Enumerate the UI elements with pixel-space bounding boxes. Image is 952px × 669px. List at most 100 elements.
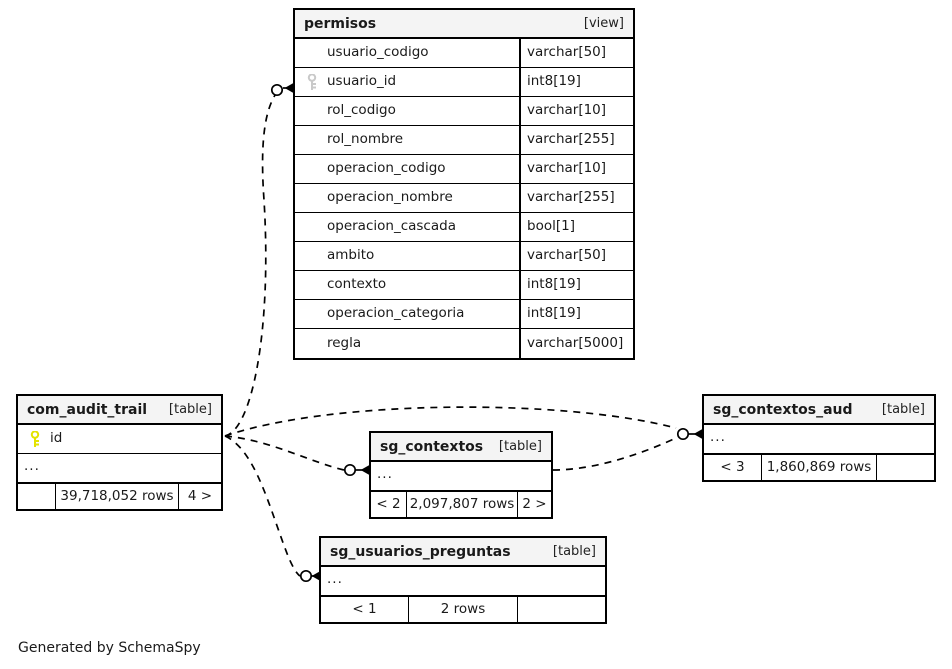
outgoing-relations-count[interactable]: 2 > bbox=[517, 492, 551, 517]
column-name-cell: contexto bbox=[295, 271, 519, 299]
column-name: ambito bbox=[327, 247, 375, 264]
entity-sg-contextos[interactable]: sg_contextos [table] ... < 2 2,097,807 r… bbox=[369, 431, 553, 519]
entity-title: permisos bbox=[304, 15, 377, 32]
entity-kind-badge: [table] bbox=[168, 402, 212, 417]
column-row[interactable]: usuario_codigo varchar[50] bbox=[295, 39, 633, 68]
column-type: varchar[10] bbox=[519, 97, 633, 125]
incoming-relations-count[interactable]: < 3 bbox=[704, 455, 762, 480]
entity-com-audit-trail[interactable]: com_audit_trail [table] id ... bbox=[16, 394, 223, 511]
column-name-cell: id bbox=[18, 425, 221, 453]
column-type: int8[19] bbox=[519, 300, 633, 328]
entity-footer: < 2 2,097,807 rows 2 > bbox=[371, 491, 551, 517]
more-columns-row[interactable]: ... bbox=[371, 462, 551, 491]
entity-header-sg-contextos: sg_contextos [table] bbox=[371, 433, 551, 462]
column-row[interactable]: operacion_cascada bool[1] bbox=[295, 213, 633, 242]
entity-kind-badge: [view] bbox=[583, 16, 624, 31]
column-name-cell: operacion_categoria bbox=[295, 300, 519, 328]
column-type: varchar[255] bbox=[519, 126, 633, 154]
incoming-relations-count[interactable] bbox=[18, 484, 56, 509]
column-type: varchar[50] bbox=[519, 242, 633, 270]
ellipsis-indicator: ... bbox=[377, 466, 393, 483]
column-row[interactable]: operacion_nombre varchar[255] bbox=[295, 184, 633, 213]
row-count: 2 rows bbox=[440, 600, 486, 617]
column-type: varchar[255] bbox=[519, 184, 633, 212]
entity-header-com-audit-trail: com_audit_trail [table] bbox=[18, 396, 221, 425]
edge-com-audit-trail-to-sg-contextos bbox=[224, 435, 369, 477]
more-columns-row[interactable]: ... bbox=[18, 454, 221, 483]
edge-sg-contextos-to-sg-contextos-aud bbox=[552, 437, 677, 471]
column-name-cell: usuario_id bbox=[295, 68, 519, 96]
entity-title: sg_usuarios_preguntas bbox=[330, 543, 511, 560]
column-type: int8[19] bbox=[519, 68, 633, 96]
column-name-cell: operacion_codigo bbox=[295, 155, 519, 183]
column-type: varchar[10] bbox=[519, 155, 633, 183]
entity-title: sg_contextos bbox=[380, 438, 484, 455]
row-count: 2,097,807 rows bbox=[409, 495, 515, 512]
ellipsis-indicator: ... bbox=[710, 429, 726, 446]
entity-sg-usuarios-preguntas[interactable]: sg_usuarios_preguntas [table] ... < 1 2 … bbox=[319, 536, 607, 624]
entity-footer: < 1 2 rows bbox=[321, 596, 605, 622]
column-row[interactable]: contexto int8[19] bbox=[295, 271, 633, 300]
column-name: usuario_codigo bbox=[327, 44, 429, 61]
entity-kind-badge: [table] bbox=[552, 544, 596, 559]
entity-header-permisos: permisos [view] bbox=[295, 10, 633, 39]
outgoing-relations-count[interactable]: 4 > bbox=[178, 484, 221, 509]
entity-sg-contextos-aud[interactable]: sg_contextos_aud [table] ... < 3 1,860,8… bbox=[702, 394, 936, 482]
column-name: operacion_codigo bbox=[327, 160, 446, 177]
column-row[interactable]: usuario_id int8[19] bbox=[295, 68, 633, 97]
column-row[interactable]: rol_nombre varchar[255] bbox=[295, 126, 633, 155]
entity-footer: < 3 1,860,869 rows bbox=[704, 454, 934, 480]
column-name: usuario_id bbox=[327, 73, 397, 90]
column-name-cell: operacion_nombre bbox=[295, 184, 519, 212]
column-name: operacion_nombre bbox=[327, 189, 453, 206]
implied-key-icon bbox=[307, 73, 317, 90]
column-name-cell: operacion_cascada bbox=[295, 213, 519, 241]
edge-com-audit-trail-to-permisos bbox=[224, 83, 293, 437]
outgoing-relations-count[interactable] bbox=[517, 597, 605, 622]
column-row[interactable]: id bbox=[18, 425, 221, 454]
column-row[interactable]: operacion_codigo varchar[10] bbox=[295, 155, 633, 184]
column-type: varchar[50] bbox=[519, 39, 633, 67]
entity-kind-badge: [table] bbox=[498, 439, 542, 454]
column-name-cell: rol_nombre bbox=[295, 126, 519, 154]
ellipsis-indicator: ... bbox=[327, 571, 343, 588]
column-name: rol_nombre bbox=[327, 131, 404, 148]
column-row[interactable]: ambito varchar[50] bbox=[295, 242, 633, 271]
entity-title: com_audit_trail bbox=[27, 401, 148, 418]
column-name-cell: usuario_codigo bbox=[295, 39, 519, 67]
column-row[interactable]: regla varchar[5000] bbox=[295, 329, 633, 358]
ellipsis-indicator: ... bbox=[24, 458, 40, 475]
more-columns-row[interactable]: ... bbox=[321, 567, 605, 596]
key-slot bbox=[301, 73, 323, 91]
outgoing-relations-count[interactable] bbox=[876, 455, 934, 480]
column-name-cell: ambito bbox=[295, 242, 519, 270]
key-slot bbox=[24, 430, 46, 448]
incoming-relations-count[interactable]: < 2 bbox=[371, 492, 407, 517]
more-columns-row[interactable]: ... bbox=[704, 425, 934, 454]
entity-kind-badge: [table] bbox=[881, 402, 925, 417]
column-type: varchar[5000] bbox=[519, 329, 633, 358]
row-count: 39,718,052 rows bbox=[60, 487, 174, 504]
column-type: int8[19] bbox=[519, 271, 633, 299]
primary-key-icon bbox=[30, 430, 40, 447]
entity-header-sg-contextos-aud: sg_contextos_aud [table] bbox=[704, 396, 934, 425]
entity-footer: 39,718,052 rows 4 > bbox=[18, 483, 221, 509]
column-name: id bbox=[50, 430, 63, 447]
entity-title: sg_contextos_aud bbox=[713, 401, 853, 418]
column-row[interactable]: operacion_categoria int8[19] bbox=[295, 300, 633, 329]
column-type: bool[1] bbox=[519, 213, 633, 241]
column-name: contexto bbox=[327, 276, 387, 293]
column-name: operacion_categoria bbox=[327, 305, 465, 322]
edge-com-audit-trail-to-sg-usuarios-preguntas bbox=[224, 435, 320, 583]
column-name-cell: regla bbox=[295, 329, 519, 358]
entity-header-sg-usuarios-preguntas: sg_usuarios_preguntas [table] bbox=[321, 538, 605, 567]
generated-by-caption: Generated by SchemaSpy bbox=[18, 640, 201, 656]
row-count: 1,860,869 rows bbox=[766, 458, 872, 475]
column-name-cell: rol_codigo bbox=[295, 97, 519, 125]
column-row[interactable]: rol_codigo varchar[10] bbox=[295, 97, 633, 126]
entity-permisos[interactable]: permisos [view] usuario_codigo varchar[5… bbox=[293, 8, 635, 360]
column-name: rol_codigo bbox=[327, 102, 396, 119]
incoming-relations-count[interactable]: < 1 bbox=[321, 597, 409, 622]
column-name: regla bbox=[327, 334, 362, 351]
